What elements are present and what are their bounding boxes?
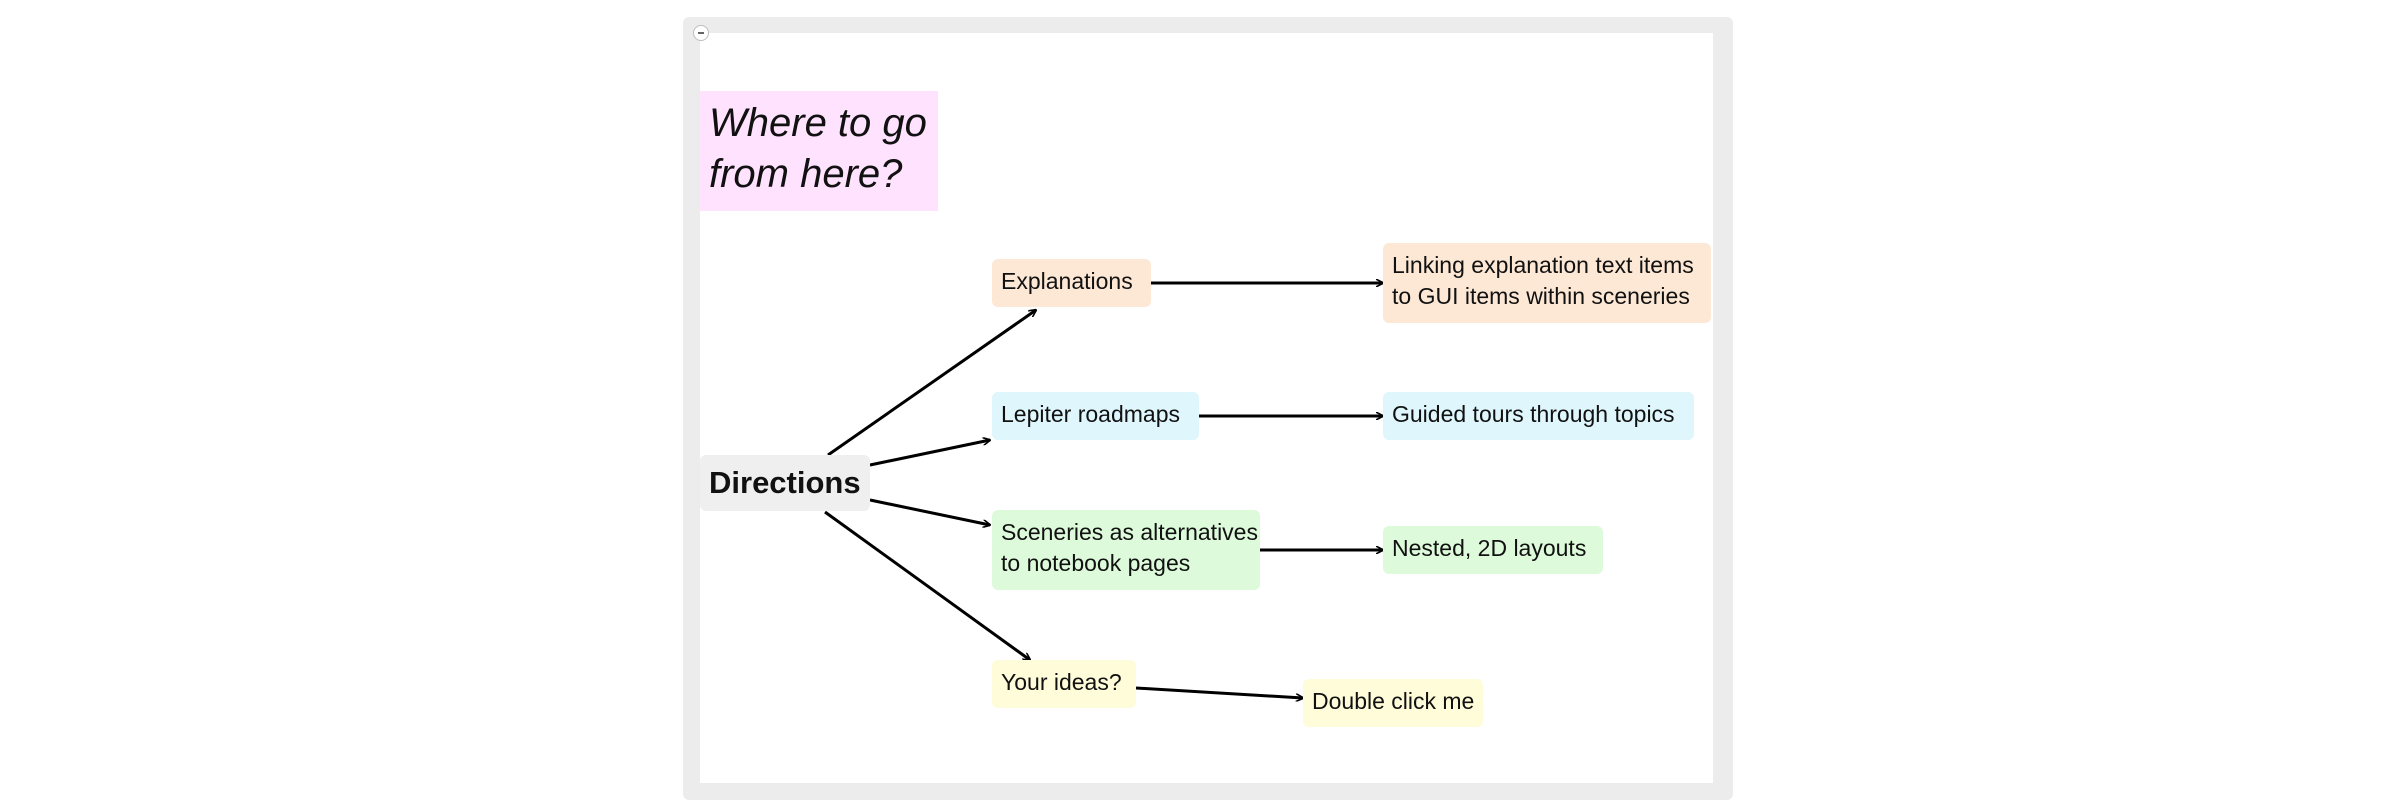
node-lepiter-roadmaps[interactable]: Lepiter roadmaps (992, 392, 1199, 440)
node-sceneries-line-2: to notebook pages (1001, 550, 1191, 576)
node-linking-line-2: to GUI items within sceneries (1392, 283, 1690, 309)
node-double-click-me[interactable]: Double click me (1303, 679, 1483, 727)
edge-ideas-doubleclick (1135, 686, 1303, 698)
node-linking-line-1: Linking explanation text items (1392, 252, 1694, 278)
node-linking-explanations[interactable]: Linking explanation text items to GUI it… (1383, 243, 1711, 323)
node-nested-layouts[interactable]: Nested, 2D layouts (1383, 526, 1603, 574)
node-sceneries-line-1: Sceneries as alternatives (1001, 519, 1258, 545)
edge-directions-roadmaps (869, 440, 990, 467)
node-explanations[interactable]: Explanations (992, 259, 1151, 307)
minus-circle-icon[interactable] (693, 25, 709, 41)
node-your-ideas[interactable]: Your ideas? (992, 660, 1136, 708)
edge-directions-explanations (827, 310, 1036, 457)
node-sceneries-alternatives[interactable]: Sceneries as alternatives to notebook pa… (992, 510, 1260, 590)
node-guided-tours[interactable]: Guided tours through topics (1383, 392, 1694, 440)
scenery-title-line-2: from here? (709, 152, 903, 196)
edge-directions-sceneries (869, 498, 990, 525)
scenery-title-line-1: Where to go (709, 101, 927, 145)
edge-directions-ideas (824, 510, 1030, 660)
node-directions[interactable]: Directions (700, 455, 870, 511)
scenery-title[interactable]: Where to go from here? (700, 91, 938, 211)
